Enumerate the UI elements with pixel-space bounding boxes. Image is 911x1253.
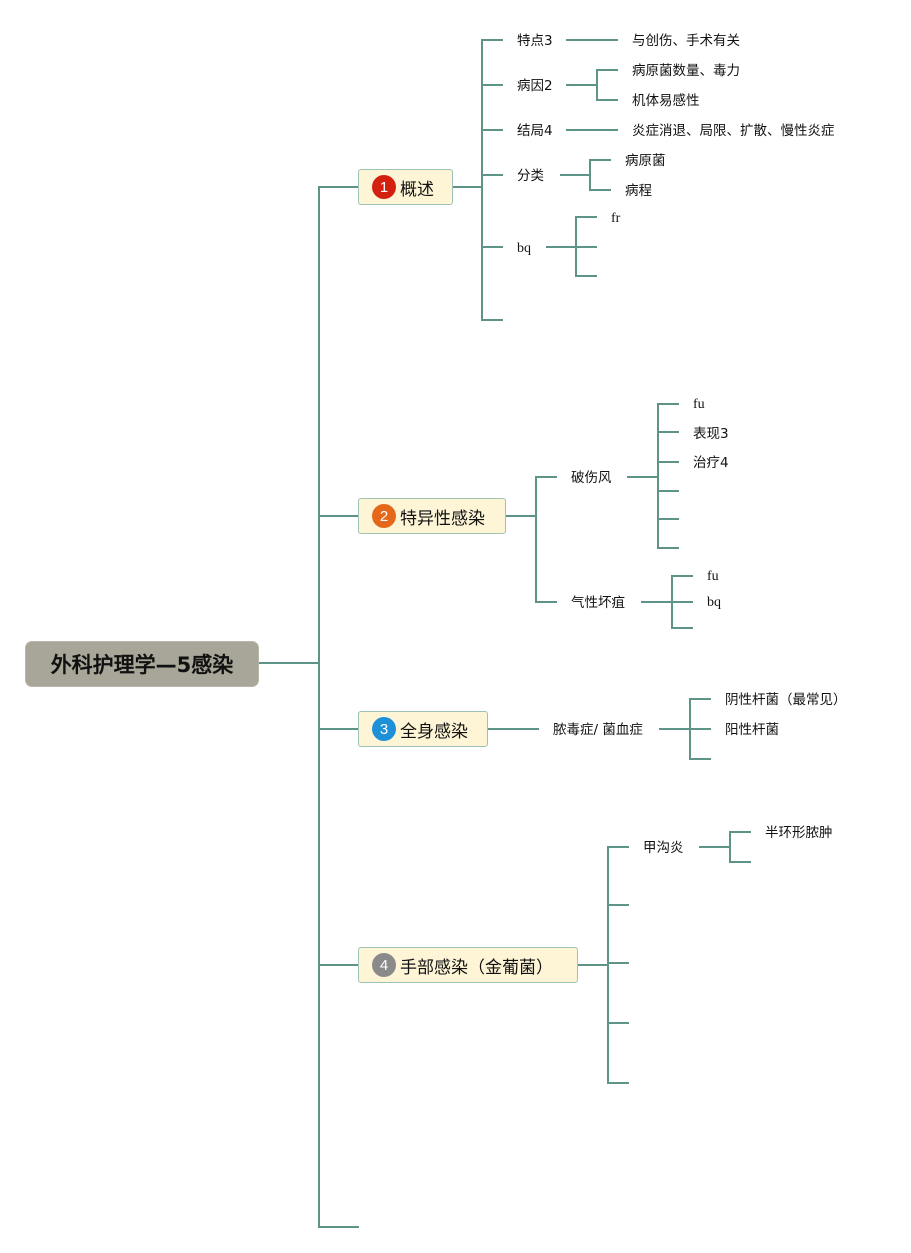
topic-systemic-infection[interactable]: 3 全身感染 — [358, 711, 488, 747]
leaf-class-course[interactable]: 病程 — [625, 183, 652, 199]
leaf-paronychia-abscess[interactable]: 半环形脓肿 — [765, 825, 833, 841]
subtopic-sepsis[interactable]: 脓毒症/ 菌血症 — [553, 722, 643, 738]
subtopic-tetanus[interactable]: 破伤风 — [571, 470, 612, 486]
subtopic-bq[interactable]: bq — [517, 241, 531, 256]
leaf-tetanus-fu[interactable]: fu — [693, 397, 705, 412]
topic-title: 特异性感染 — [400, 508, 485, 529]
leaf-gangrene-bq[interactable]: bq — [707, 595, 721, 610]
leaf-features-detail[interactable]: 与创伤、手术有关 — [632, 33, 740, 49]
leaf-gangrene-fu[interactable]: fu — [707, 569, 719, 584]
topic-hand-infection[interactable]: 4 手部感染（金葡菌） — [358, 947, 578, 983]
number-badge-icon: 3 — [372, 717, 396, 741]
leaf-bq-fr[interactable]: fr — [611, 211, 621, 226]
leaf-tetanus-symptoms[interactable]: 表现3 — [693, 426, 729, 442]
leaf-tetanus-treatment[interactable]: 治疗4 — [693, 455, 729, 471]
topic-title: 手部感染（金葡菌） — [400, 957, 553, 978]
number-badge-icon: 1 — [372, 175, 396, 199]
subtopic-cause[interactable]: 病因2 — [517, 78, 553, 94]
subtopic-gas-gangrene[interactable]: 气性坏疽 — [571, 595, 625, 611]
leaf-gram-positive[interactable]: 阳性杆菌 — [725, 722, 779, 738]
topic-title: 概述 — [400, 179, 434, 200]
topic-title: 全身感染 — [400, 721, 468, 742]
number-badge-icon: 2 — [372, 504, 396, 528]
root-topic[interactable]: 外科护理学—5感染 — [25, 641, 259, 687]
subtopic-outcome[interactable]: 结局4 — [517, 123, 553, 139]
subtopic-classification[interactable]: 分类 — [517, 168, 544, 184]
number-badge-icon: 4 — [372, 953, 396, 977]
leaf-cause-pathogen[interactable]: 病原菌数量、毒力 — [632, 63, 740, 79]
leaf-class-pathogen[interactable]: 病原菌 — [625, 153, 666, 169]
subtopic-paronychia[interactable]: 甲沟炎 — [643, 840, 684, 856]
topic-specific-infection[interactable]: 2 特异性感染 — [358, 498, 506, 534]
leaf-outcome-detail[interactable]: 炎症消退、局限、扩散、慢性炎症 — [632, 123, 835, 139]
subtopic-features[interactable]: 特点3 — [517, 33, 553, 49]
topic-overview[interactable]: 1 概述 — [358, 169, 453, 205]
root-title: 外科护理学—5感染 — [50, 653, 234, 677]
leaf-cause-susceptibility[interactable]: 机体易感性 — [632, 93, 700, 109]
leaf-gram-negative[interactable]: 阴性杆菌（最常见） — [725, 692, 847, 708]
